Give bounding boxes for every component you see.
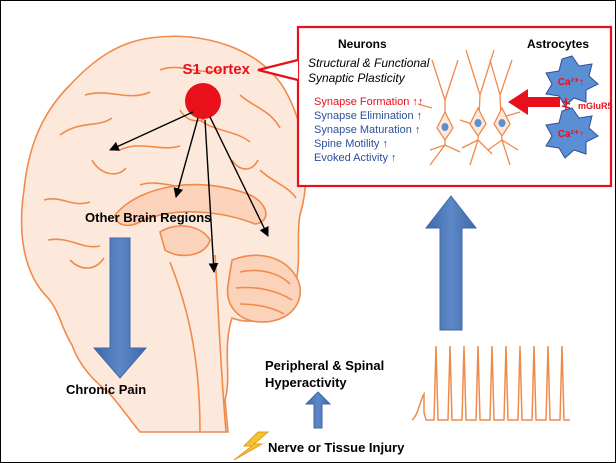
inset-item: Synapse Formation ↑↑: [314, 96, 423, 108]
neurons-title: Neurons: [338, 37, 387, 51]
brain-illustration: [22, 36, 306, 432]
small-up-arrow: [306, 392, 330, 428]
spike-train: [412, 346, 570, 420]
ca-label-top: Ca²⁺↑: [558, 77, 584, 88]
ca-label-bottom: Ca²⁺↑: [558, 129, 584, 140]
inset-item: Evoked Activity ↑: [314, 152, 397, 164]
plasticity-line-1: Structural & Functional: [308, 56, 430, 70]
mglur5-label: mGluR5: [578, 101, 613, 111]
injury-label: Nerve or Tissue Injury: [268, 440, 405, 455]
lightning-icon: [234, 432, 268, 460]
inset-item: Synapse Maturation ↑: [314, 124, 420, 136]
inset-item: Synapse Elimination ↑: [314, 110, 422, 122]
up-arrow: [426, 196, 476, 330]
astrocytes-title: Astrocytes: [527, 37, 589, 51]
peripheral-label-1: Peripheral & Spinal: [265, 358, 384, 373]
inset-item: Spine Motility ↑: [314, 138, 388, 150]
other-regions-label: Other Brain Regions: [85, 210, 211, 225]
plasticity-line-2: Synaptic Plasticity: [308, 71, 406, 85]
s1-cortex-label: S1 cortex: [182, 61, 250, 78]
peripheral-label-2: Hyperactivity: [265, 375, 347, 390]
chronic-pain-label: Chronic Pain: [66, 382, 146, 397]
